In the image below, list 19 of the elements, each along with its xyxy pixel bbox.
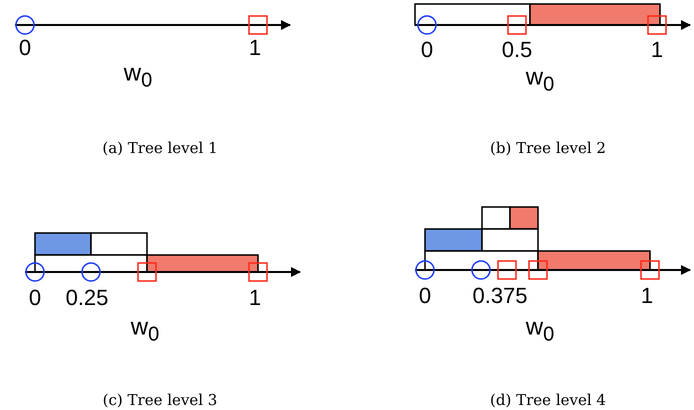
axis-label: w$_{0}$ bbox=[526, 64, 554, 96]
caption: (c) Tree level 3 bbox=[102, 391, 218, 409]
caption: (b) Tree level 2 bbox=[490, 139, 606, 157]
axis-label: w$_{0}$ bbox=[130, 314, 160, 346]
tick-label: 0 bbox=[18, 35, 32, 61]
tick-label: 0.375 bbox=[472, 283, 528, 309]
tick-label: 1 bbox=[650, 37, 664, 63]
axis-label: w$_{0}$ bbox=[124, 60, 152, 92]
tick-label: 1 bbox=[248, 285, 262, 311]
tick-label: 0 bbox=[28, 285, 42, 311]
tick-label: 0.25 bbox=[66, 285, 108, 311]
tick-label: 0 bbox=[418, 283, 432, 309]
tick-label: 0 bbox=[420, 37, 434, 63]
tick-label: 0.5 bbox=[502, 37, 532, 63]
caption: (d) Tree level 4 bbox=[490, 391, 606, 409]
tick-label: 1 bbox=[640, 283, 654, 309]
axis-label: w$_{0}$ bbox=[526, 314, 554, 346]
caption: (a) Tree level 1 bbox=[102, 139, 218, 157]
tick-label: 1 bbox=[248, 35, 262, 61]
